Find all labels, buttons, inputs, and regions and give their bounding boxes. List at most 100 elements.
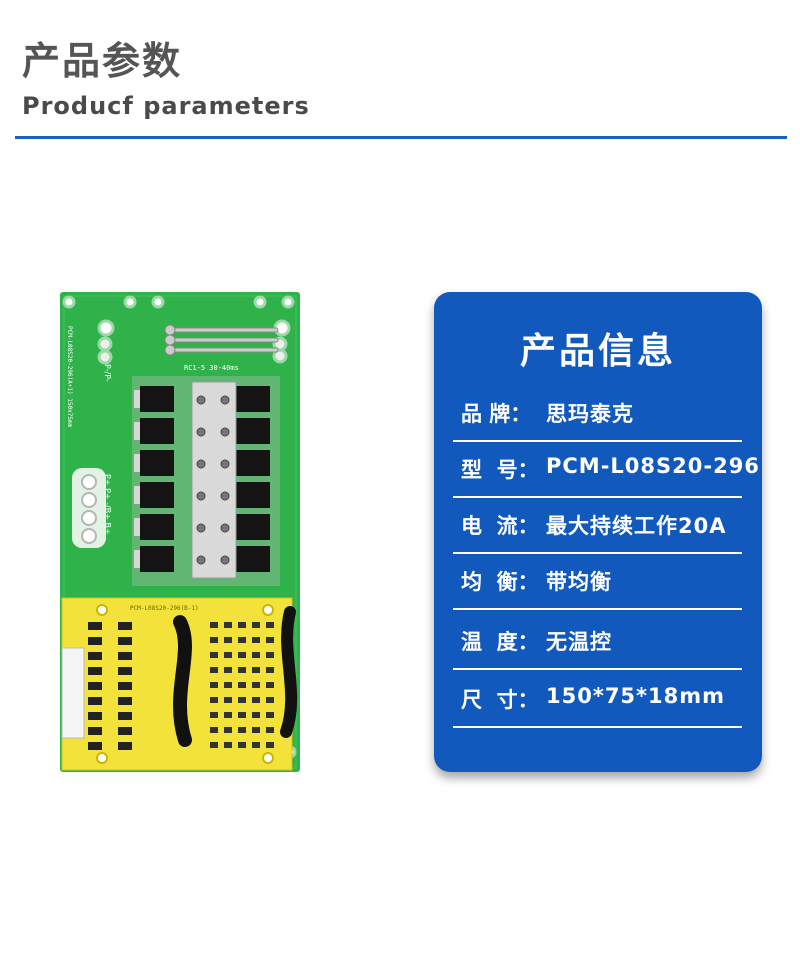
- smd-component: [266, 742, 274, 748]
- smd-resistor: [88, 712, 102, 720]
- info-row-current: 电 流： 最大持续工作20A: [453, 496, 742, 554]
- info-row-value: PCM-L08S20-296: [546, 454, 760, 478]
- smd-component: [210, 622, 218, 628]
- smd-resistor: [118, 622, 132, 630]
- smd-component: [266, 697, 274, 703]
- smd-component: [210, 727, 218, 733]
- smd-resistor: [88, 727, 102, 735]
- mosfet-chip: [236, 546, 270, 572]
- smd-component: [238, 667, 246, 673]
- smd-component: [238, 637, 246, 643]
- smd-component: [266, 637, 274, 643]
- smd-component: [266, 727, 274, 733]
- smd-component: [210, 637, 218, 643]
- mosfet-chip: [140, 386, 174, 412]
- smd-component: [252, 742, 260, 748]
- smd-component: [224, 622, 232, 628]
- mosfet-chip: [140, 482, 174, 508]
- smd-resistor: [88, 637, 102, 645]
- mosfet-chip: [236, 418, 270, 444]
- mosfet-chip: [140, 514, 174, 540]
- smd-component: [252, 697, 260, 703]
- mosfet-chip: [140, 450, 174, 476]
- smd-component: [238, 742, 246, 748]
- smd-resistor: [118, 712, 132, 720]
- smd-component: [210, 652, 218, 658]
- smd-component: [238, 712, 246, 718]
- smd-component: [224, 712, 232, 718]
- smd-component: [224, 727, 232, 733]
- product-info-card: 产品信息 品 牌： 思玛泰克 型 号： PCM-L08S20-296 电 流： …: [434, 292, 762, 772]
- mosfet-tab: [134, 422, 140, 440]
- smd-resistor: [118, 697, 132, 705]
- smd-component: [210, 742, 218, 748]
- smd-resistor: [88, 682, 102, 690]
- smd-component: [210, 697, 218, 703]
- mosfet-tab: [134, 486, 140, 504]
- silkscreen-p-plus: P+,P+,-/B+,B+: [103, 474, 112, 535]
- smd-resistor: [88, 667, 102, 675]
- smd-component: [252, 682, 260, 688]
- info-card-title: 产品信息: [519, 331, 676, 372]
- info-row-key: 型 号：: [461, 458, 539, 482]
- smd-component: [266, 667, 274, 673]
- smd-component: [252, 637, 260, 643]
- info-row-value: 150*75*18mm: [546, 684, 726, 708]
- info-row-key: 电 流：: [461, 514, 539, 538]
- info-row-model: 型 号： PCM-L08S20-296: [453, 440, 759, 498]
- silkscreen-side-text: PCM-L08S20-296(A+1) 150x75mm: [66, 326, 73, 428]
- header-divider: [15, 136, 787, 139]
- silkscreen-top-text: RC1-5 30-40ms: [184, 364, 239, 372]
- page-title-en: Producf parameters: [22, 92, 310, 120]
- mosfet-chip: [236, 450, 270, 476]
- smd-component: [238, 652, 246, 658]
- info-row-key: 尺 寸：: [461, 688, 539, 712]
- pcb-board-illustration: RC1-5 30-40ms PCM-L08S20-296(A+1) 150x75…: [60, 292, 300, 772]
- smd-component: [224, 682, 232, 688]
- smd-component: [252, 712, 260, 718]
- info-row-temperature: 温 度： 无温控: [453, 612, 742, 670]
- smd-resistor: [118, 682, 132, 690]
- smd-component: [238, 622, 246, 628]
- smd-resistor: [118, 652, 132, 660]
- smd-resistor: [118, 742, 132, 750]
- smd-component: [266, 622, 274, 628]
- mosfet-chip: [236, 482, 270, 508]
- smd-resistor: [118, 727, 132, 735]
- silkscreen-yellow-text: PCM-L08S20-296(B-1): [130, 605, 199, 612]
- smd-component: [224, 652, 232, 658]
- smd-resistor: [88, 622, 102, 630]
- mosfet-chip: [140, 546, 174, 572]
- smd-component: [266, 682, 274, 688]
- smd-component: [224, 667, 232, 673]
- smd-component: [252, 622, 260, 628]
- smd-component: [224, 697, 232, 703]
- smd-component: [266, 712, 274, 718]
- mosfet-tab: [134, 454, 140, 472]
- info-row-value: 无温控: [546, 630, 612, 654]
- smd-resistor: [118, 637, 132, 645]
- mosfet-tab: [134, 550, 140, 568]
- silkscreen-p-minus: P-/P-: [103, 364, 112, 382]
- mosfet-chip: [236, 386, 270, 412]
- smd-component: [266, 652, 274, 658]
- mosfet-chip: [140, 418, 174, 444]
- info-row-brand: 品 牌： 思玛泰克: [453, 384, 742, 442]
- mosfet-tab: [134, 518, 140, 536]
- smd-component: [252, 727, 260, 733]
- smd-component: [210, 682, 218, 688]
- smd-resistor: [88, 652, 102, 660]
- page-title-cn: 产品参数: [22, 39, 183, 83]
- info-row-value: 带均衡: [546, 570, 612, 594]
- info-row-value: 最大持续工作20A: [546, 514, 727, 538]
- pcb-product-image: RC1-5 30-40ms PCM-L08S20-296(A+1) 150x75…: [60, 292, 300, 772]
- info-row-balance: 均 衡： 带均衡: [453, 552, 742, 610]
- smd-resistor: [88, 697, 102, 705]
- smd-component: [238, 682, 246, 688]
- info-row-key: 均 衡：: [461, 570, 539, 594]
- smd-component: [238, 697, 246, 703]
- info-row-dimensions: 尺 寸： 150*75*18mm: [453, 670, 742, 728]
- info-row-key: 品 牌：: [461, 402, 532, 426]
- smd-resistor: [118, 667, 132, 675]
- smd-component: [252, 652, 260, 658]
